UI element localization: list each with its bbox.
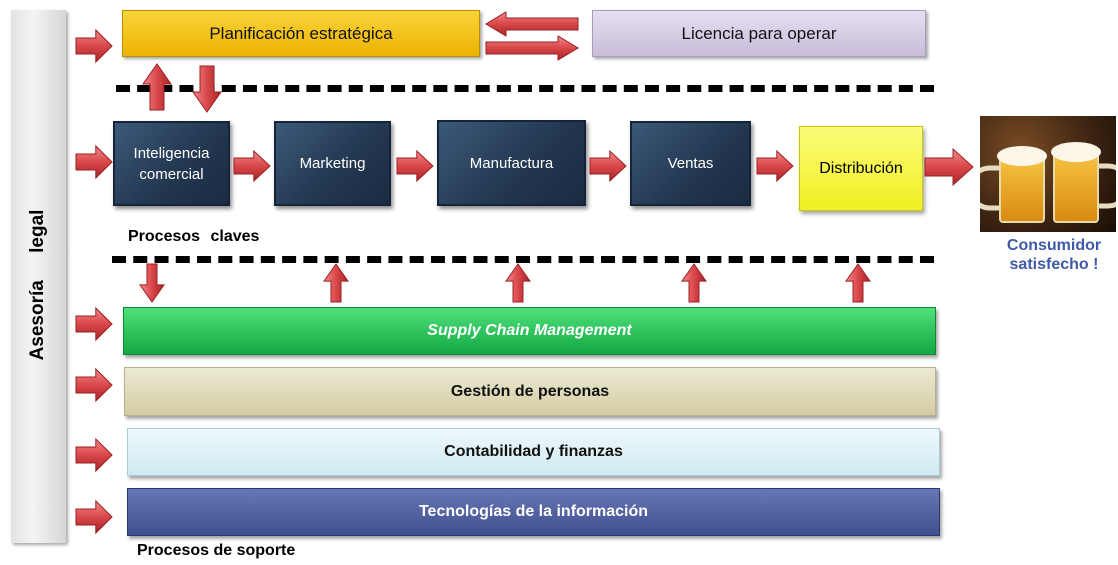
- consumer-label-line2: satisfecho !: [1009, 256, 1099, 273]
- distribution-to-consumer-arrow: [924, 147, 974, 187]
- intel-to-marketing-arrow: [233, 149, 271, 183]
- sales-to-distribution-arrow: [756, 149, 794, 183]
- beer-mugs-illustration: [967, 142, 1118, 223]
- scm-to-manufacturing-arrow: [505, 263, 531, 303]
- process-step-commercial-intelligence: Inteligencia comercial: [113, 121, 230, 206]
- legal-feed-arrow-4: [75, 367, 113, 403]
- upper-dashed-separator: [116, 85, 934, 92]
- legal-feed-arrow-5: [75, 437, 113, 473]
- marketing-to-manufacturing-arrow: [396, 149, 434, 183]
- supply-chain-management-bar: Supply Chain Management: [123, 307, 936, 355]
- process-step-distribution: Distribución: [799, 126, 923, 211]
- lower-dashed-separator: [112, 256, 934, 263]
- legal-feed-arrow-3: [75, 306, 113, 342]
- manufacturing-to-sales-arrow: [589, 149, 627, 183]
- intel-to-planning-arrow: [142, 63, 172, 111]
- process-step-marketing: Marketing: [274, 121, 391, 206]
- process-step-manufacturing: Manufactura: [437, 120, 586, 206]
- intel-to-scm-arrow: [139, 263, 165, 303]
- legal-feed-arrow-6: [75, 499, 113, 535]
- legal-advisory-bar: [11, 10, 66, 543]
- process-step-sales: Ventas: [630, 121, 751, 206]
- licence-to-planning-arrow: [485, 11, 579, 37]
- planning-to-licence-arrow: [485, 35, 579, 61]
- strategic-planning-box: Planificación estratégica: [122, 10, 480, 57]
- license-to-operate-box: Licencia para operar: [592, 10, 926, 57]
- planning-to-intel-arrow: [192, 65, 222, 113]
- consumer-label-line1: Consumidor: [1006, 237, 1102, 254]
- key-processes-label: Procesos claves: [128, 228, 260, 245]
- consumer-satisfied-label: Consumidor satisfecho !: [990, 236, 1118, 274]
- scm-to-marketing-arrow: [323, 263, 349, 303]
- accounting-finance-bar: Contabilidad y finanzas: [127, 428, 940, 476]
- scm-to-distribution-arrow: [845, 263, 871, 303]
- support-processes-label: Procesos de soporte: [137, 542, 296, 559]
- legal-feed-arrow-2: [75, 144, 113, 180]
- scm-to-sales-arrow: [681, 263, 707, 303]
- beer-mugs-image: [967, 116, 1118, 232]
- legal-feed-arrow-1: [75, 28, 113, 64]
- information-technology-bar: Tecnologías de la información: [127, 488, 940, 536]
- people-management-bar: Gestión de personas: [124, 367, 936, 416]
